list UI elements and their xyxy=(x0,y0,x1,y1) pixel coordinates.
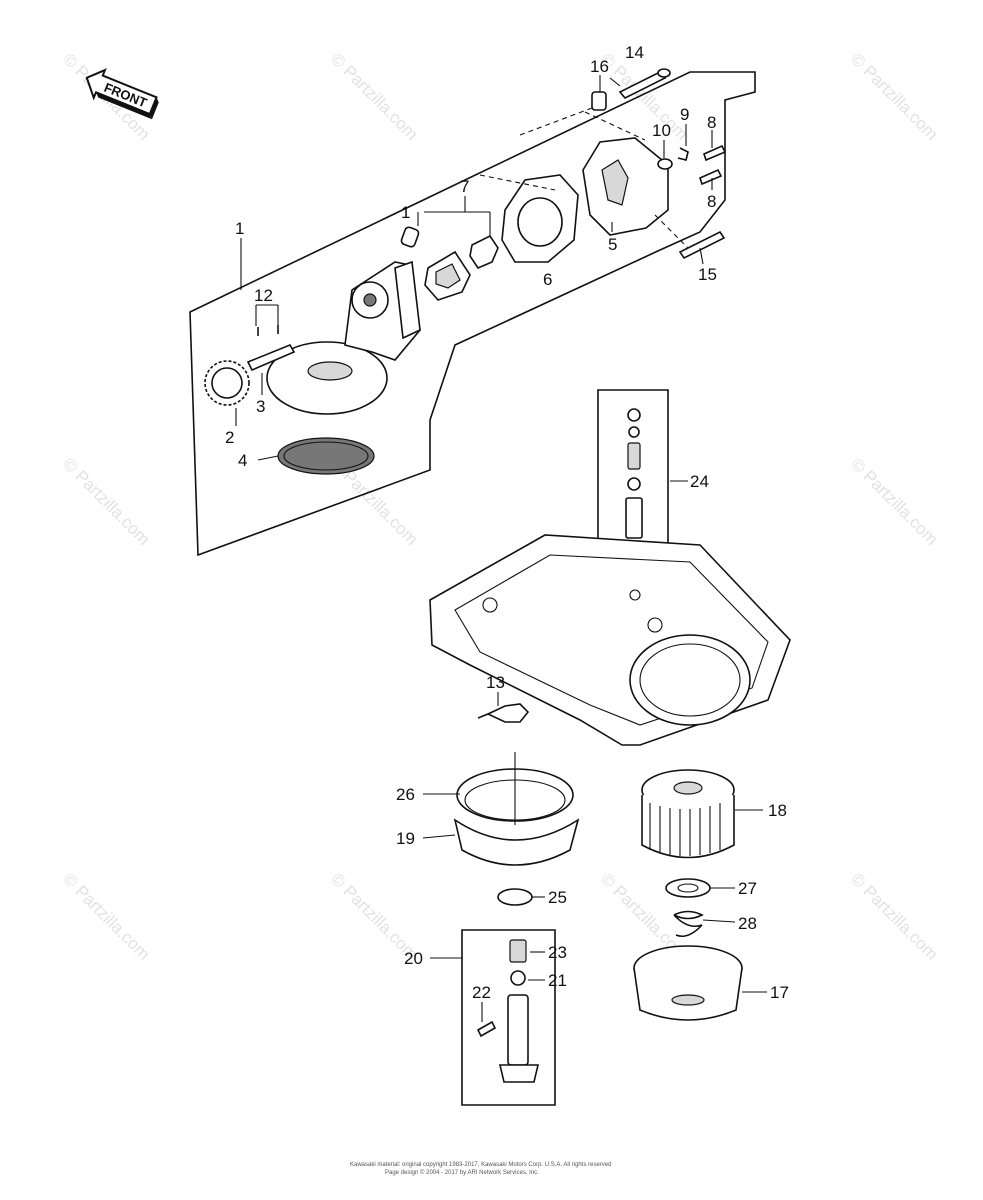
watermark: © Partzilla.com xyxy=(597,49,691,143)
watermark: © Partzilla.com xyxy=(847,49,941,143)
oil-pump-assembly xyxy=(189,68,756,557)
callout-28: 28 xyxy=(738,914,757,933)
leader-lines xyxy=(235,75,767,1022)
callout-4: 4 xyxy=(238,451,247,470)
watermark: © Partzilla.com xyxy=(847,869,941,963)
callout-7: 7 xyxy=(460,177,469,196)
callout-9: 9 xyxy=(680,105,689,124)
watermark: © Partzilla.com xyxy=(59,869,153,963)
footer-line-2: Page design © 2004 - 2017 by ARI Network… xyxy=(385,1169,539,1176)
oil-pan xyxy=(429,534,791,746)
watermark: © Partzilla.com xyxy=(59,454,153,548)
callout-10: 10 xyxy=(652,121,671,140)
callout-19: 19 xyxy=(396,829,415,848)
callout-2: 2 xyxy=(225,428,234,447)
callout-8a: 8 xyxy=(707,113,716,132)
bypass-valve-group xyxy=(461,929,556,1106)
callout-21: 21 xyxy=(548,971,567,990)
callout-20: 20 xyxy=(404,949,423,968)
callout-17: 17 xyxy=(770,983,789,1002)
oil-pressure-switch xyxy=(477,703,530,723)
callout-24: 24 xyxy=(690,472,709,491)
o-ring xyxy=(497,888,533,906)
callout-5: 5 xyxy=(608,235,617,254)
watermark: © Partzilla.com xyxy=(847,454,941,548)
callout-23: 23 xyxy=(548,943,567,962)
callout-26: 26 xyxy=(396,785,415,804)
callout-13: 13 xyxy=(486,673,505,692)
watermarks: © Partzilla.com © Partzilla.com © Partzi… xyxy=(59,49,941,963)
footer-line-1: Kawasaki material: original copyright 19… xyxy=(350,1162,611,1168)
callout-8b: 8 xyxy=(707,192,716,211)
callout-1b: 1 xyxy=(401,203,410,222)
callout-25: 25 xyxy=(548,888,567,907)
callout-16: 16 xyxy=(590,57,609,76)
footer: Kawasaki material: original copyright 19… xyxy=(350,1162,611,1176)
oil-filter-cover xyxy=(453,752,580,866)
filter-bottom-parts xyxy=(633,878,743,1021)
callout-12: 12 xyxy=(254,286,273,305)
callout-labels: 1 1 7 12 3 2 4 6 5 14 16 10 9 8 8 15 24 … xyxy=(225,43,789,1002)
callout-18: 18 xyxy=(768,801,787,820)
callout-1: 1 xyxy=(235,219,244,238)
callout-27: 27 xyxy=(738,879,757,898)
callout-22: 22 xyxy=(472,983,491,1002)
callout-14: 14 xyxy=(625,43,644,62)
callout-15: 15 xyxy=(698,265,717,284)
callout-3: 3 xyxy=(256,397,265,416)
callout-6: 6 xyxy=(543,270,552,289)
watermark: © Partzilla.com xyxy=(327,49,421,143)
oil-filter xyxy=(641,769,735,859)
